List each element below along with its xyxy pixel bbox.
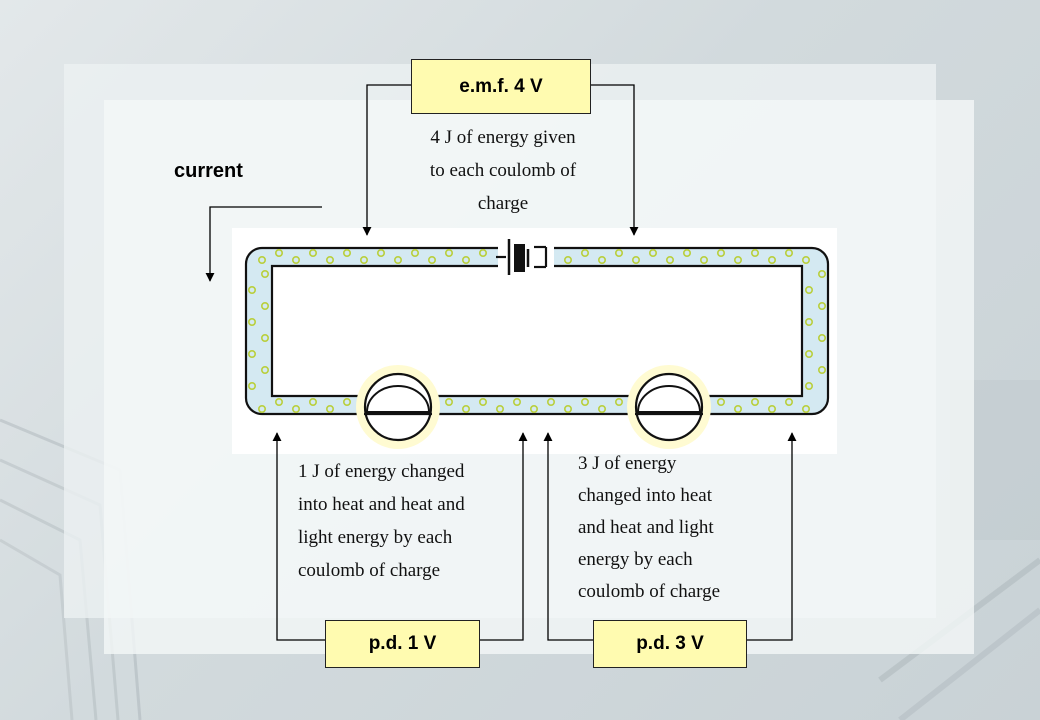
charge-dot	[248, 349, 257, 358]
emf-label-box: e.m.f. 4 V	[411, 59, 591, 114]
charge-dot	[342, 249, 351, 258]
charge-dot	[817, 365, 826, 374]
charge-dot	[495, 404, 504, 413]
charge-dot	[750, 397, 759, 406]
charge-dot	[614, 249, 623, 258]
emf-right-arrow	[591, 84, 639, 236]
charge-dot	[291, 255, 300, 264]
charge-dot	[248, 381, 257, 390]
pd3-label: p.d. 3 V	[636, 633, 704, 654]
charge-dot	[260, 333, 269, 342]
charge-dot	[817, 333, 826, 342]
charge-dot	[308, 397, 317, 406]
charge-dot	[804, 349, 813, 358]
charge-dot	[260, 365, 269, 374]
emf-note: 4 J of energy given to each coulomb of c…	[429, 127, 577, 214]
charge-dot	[817, 301, 826, 310]
charge-dot	[461, 404, 470, 413]
current-arrow	[205, 206, 322, 282]
charge-dot	[784, 397, 793, 406]
charge-dot	[648, 249, 657, 258]
charge-dot	[325, 404, 334, 413]
charge-dot	[444, 397, 453, 406]
charge-dot	[478, 397, 487, 406]
charge-dot	[376, 249, 385, 258]
charge-dot	[733, 255, 742, 264]
charge-dot	[614, 397, 623, 406]
charge-dot	[342, 397, 351, 406]
battery-cell-icon	[496, 238, 554, 276]
charge-dot	[767, 255, 776, 264]
charge-dot	[248, 317, 257, 326]
charge-dot	[563, 255, 572, 264]
charge-dot	[784, 249, 793, 258]
charge-dot	[257, 404, 266, 413]
charge-dot	[665, 255, 674, 264]
charge-dot	[631, 255, 640, 264]
charge-dot	[716, 249, 725, 258]
charge-dot	[359, 255, 368, 264]
pd3-right-arrow	[747, 432, 797, 641]
charge-dot	[248, 285, 257, 294]
pd3-left-arrow	[543, 432, 593, 641]
charge-dot	[801, 404, 810, 413]
charge-dot	[801, 255, 810, 264]
charge-dot	[546, 397, 555, 406]
charge-dot	[291, 404, 300, 413]
charge-dot	[804, 285, 813, 294]
charge-dot	[563, 404, 572, 413]
charge-dot	[767, 404, 776, 413]
current-label: current	[174, 160, 243, 182]
charge-dot	[580, 249, 589, 258]
charge-dot	[427, 255, 436, 264]
pd1-right-arrow	[480, 432, 528, 641]
charge-dot	[750, 249, 759, 258]
charge-dot	[682, 249, 691, 258]
charge-dot	[716, 397, 725, 406]
charge-dots	[248, 249, 826, 413]
charge-dot	[260, 269, 269, 278]
charge-dot	[580, 397, 589, 406]
pd1-note: 1 J of energy changed into heat and heat…	[298, 461, 465, 581]
emf-left-arrow	[362, 84, 411, 236]
pd3-note: 3 J of energy changed into heat and heat…	[578, 453, 721, 602]
charge-dot	[512, 397, 521, 406]
charge-dot	[597, 255, 606, 264]
charge-dot	[410, 249, 419, 258]
charge-dot	[597, 404, 606, 413]
pd1-label: p.d. 1 V	[368, 633, 437, 654]
emf-label: e.m.f. 4 V	[459, 75, 543, 97]
lamp-1-icon	[356, 365, 440, 449]
charge-dot	[804, 317, 813, 326]
charge-dot	[260, 301, 269, 310]
pd3-label-box: p.d. 3 V	[593, 620, 747, 668]
pd1-left-arrow	[272, 432, 325, 641]
charge-dot	[257, 255, 266, 264]
charge-dot	[393, 255, 402, 264]
charge-dot	[308, 249, 317, 258]
charge-dot	[274, 249, 283, 258]
charge-dot	[444, 249, 453, 258]
charge-dot	[699, 255, 708, 264]
charge-dot	[274, 397, 283, 406]
charge-dot	[478, 249, 487, 258]
charge-dot	[325, 255, 334, 264]
circuit-wire	[244, 246, 830, 416]
pd1-label-box: p.d. 1 V	[325, 620, 480, 668]
charge-dot	[733, 404, 742, 413]
charge-dot	[461, 255, 470, 264]
charge-dot	[817, 269, 826, 278]
charge-dot	[529, 404, 538, 413]
lamp-2-icon	[627, 365, 711, 449]
charge-dot	[804, 381, 813, 390]
